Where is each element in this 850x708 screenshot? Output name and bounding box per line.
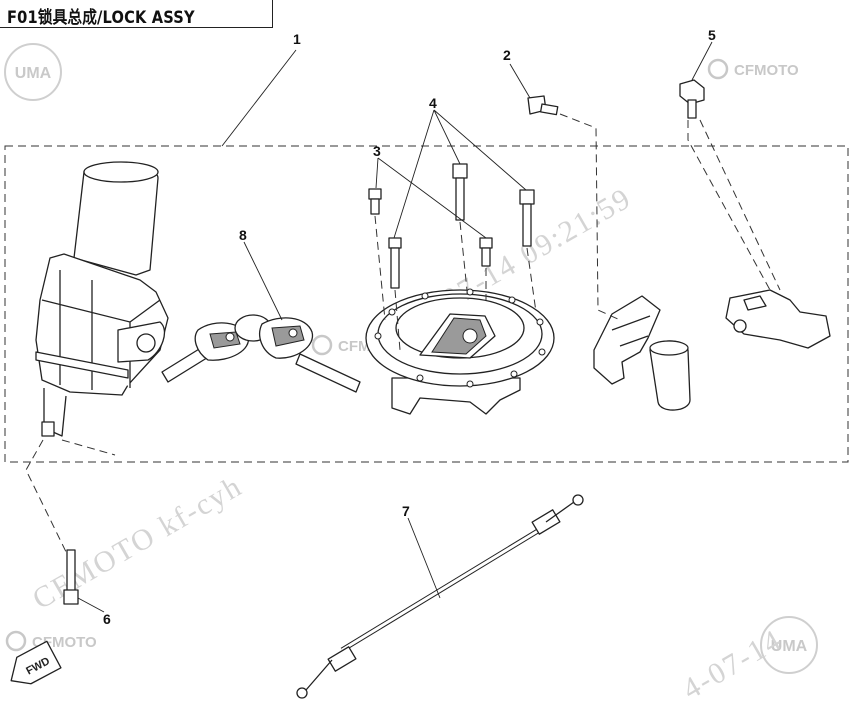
leader-5 (691, 41, 713, 81)
bolt-4-right (519, 189, 535, 247)
bolt-5-part (679, 79, 705, 119)
uma-stamp-top-left: UMA (4, 43, 62, 101)
cable-clamp-part (725, 289, 831, 349)
screw-6-guide-line-2 (61, 439, 116, 456)
callout-6: 6 (103, 611, 111, 627)
uma-stamp-bottom-right: UMA (760, 616, 818, 674)
callout-4: 4 (429, 95, 437, 111)
uma-stamp-text: UMA (15, 65, 52, 82)
bolt-3-right (479, 237, 493, 267)
cfmoto-logo-top-right: CFMOTO (707, 58, 799, 80)
cfmoto-logo-text: CFMOTO (734, 62, 799, 79)
uma-stamp-text: UMA (771, 638, 808, 655)
bolt-guide-line (459, 221, 469, 301)
seat-lock-cable-part (296, 494, 584, 699)
leader-4 (393, 109, 527, 239)
diagonal-watermark-1: CFMOTO kf-cyh (27, 469, 248, 616)
bolt-guide-line (394, 289, 401, 351)
callout-7: 7 (402, 503, 410, 519)
bolt-guide-line (374, 215, 386, 321)
key-pair-part (161, 314, 361, 393)
callout-2: 2 (503, 47, 511, 63)
callout-8: 8 (239, 227, 247, 243)
assembly-boundary-dashed (4, 145, 849, 463)
callout-labels: 1 2 3 4 5 6 7 8 (103, 27, 716, 627)
callout-5: 5 (708, 27, 716, 43)
leader-7 (407, 517, 441, 599)
lock-bracket-part (593, 295, 691, 411)
bolt-4-left (388, 237, 402, 289)
ignition-switch-part (35, 161, 169, 437)
bolt-guide-line (526, 247, 537, 313)
screw-6-part (63, 549, 79, 605)
bolt-3-left (368, 188, 382, 215)
callout-1: 1 (293, 31, 301, 47)
bolt-5-guide-line-2 (699, 119, 781, 291)
leader-8 (243, 241, 283, 321)
leader-3 (375, 157, 487, 239)
diagonal-watermark-3: 4-07-14 (677, 623, 788, 706)
bolt-2-guide-line (559, 113, 621, 321)
bolt-5-guide-line (687, 120, 771, 291)
bolt-4-middle (452, 163, 468, 221)
leader-6 (77, 597, 105, 613)
fuel-cap-part (365, 288, 555, 415)
diagram-title: F01锁具总成/LOCK ASSY (7, 8, 195, 28)
leader-1 (221, 49, 297, 147)
title-box: F01锁具总成/LOCK ASSY (0, 0, 273, 28)
leader-2 (509, 63, 531, 99)
fwd-direction-badge: FWD (10, 640, 62, 685)
screw-6-guide-line (25, 439, 71, 561)
leader-lines (77, 41, 713, 613)
cfmoto-logo-bottom-left: CFMOTO (5, 630, 97, 652)
callout-3: 3 (373, 143, 381, 159)
bolt-2-part (527, 95, 559, 116)
